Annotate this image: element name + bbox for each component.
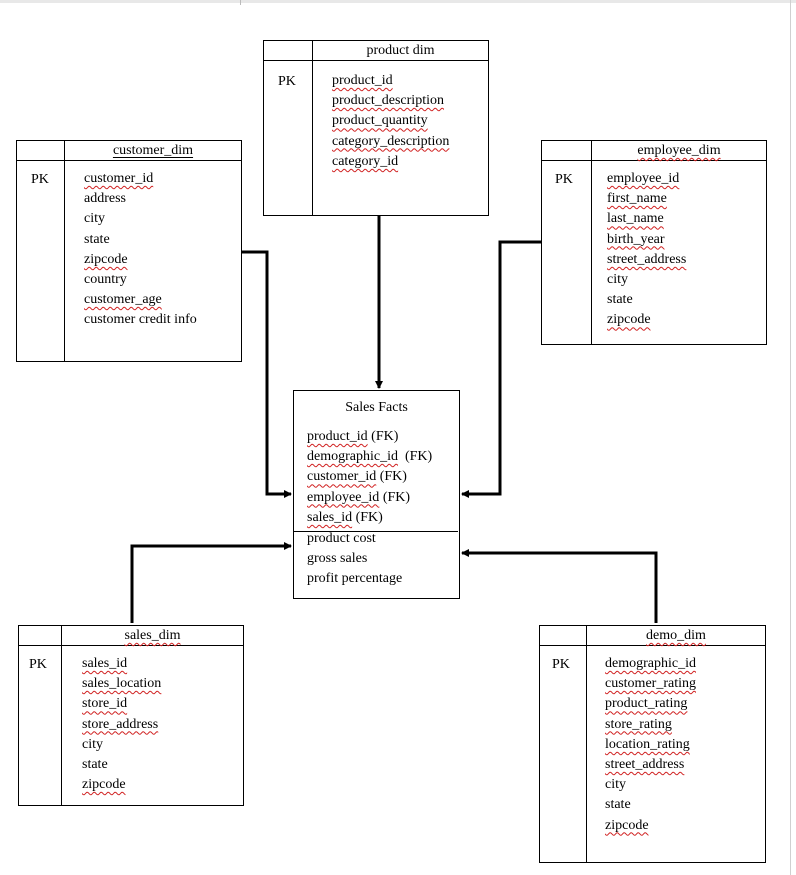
entity-key-divider: [61, 626, 62, 805]
attribute-customer-id: customer_id: [84, 171, 154, 186]
employee-dim-entity: employee_dim PK employee_id first_name l…: [541, 140, 767, 345]
entity-title: product dim: [366, 43, 435, 58]
pk-label: PK: [31, 172, 49, 187]
attribute-product-description: product_description: [332, 93, 444, 109]
customer-dim-entity: customer_dim PK customer_id address city…: [16, 140, 242, 362]
pk-label: PK: [278, 74, 296, 89]
measure-product-cost: product cost: [307, 531, 376, 546]
ruler-mark: [240, 0, 241, 5]
entity-header: [264, 41, 488, 61]
attribute-city: city: [84, 211, 105, 227]
entity-title: Sales Facts: [345, 400, 408, 415]
facts-separator: [294, 531, 458, 532]
attribute-birth-year: birth_year: [607, 231, 665, 247]
attribute-product-id: product_id: [332, 73, 393, 88]
entity-title: sales_dim: [124, 628, 181, 643]
attribute-product-quantity: product_quantity: [332, 113, 428, 129]
pk-label: PK: [552, 657, 570, 672]
attribute-zipcode: zipcode: [82, 777, 126, 793]
attribute-state: state: [607, 292, 633, 308]
attribute-product-rating: product_rating: [605, 696, 688, 712]
arrow-customer-to-facts: [242, 250, 292, 498]
arrow-sales-to-facts: [130, 542, 292, 623]
demo-dim-entity: demo_dim PK demographic_id customer_rati…: [539, 625, 766, 863]
fk-product-id: product_id (FK): [307, 429, 399, 444]
attribute-employee-id: employee_id: [607, 171, 680, 186]
entity-header: [540, 626, 765, 646]
attribute-last-name: last_name: [607, 211, 664, 227]
entity-header: [17, 141, 241, 161]
attribute-city: city: [607, 271, 628, 287]
attribute-customer-credit-info: customer credit info: [84, 312, 197, 328]
attribute-sales-id: sales_id: [82, 656, 128, 671]
attribute-list: demographic_id customer_rating product_r…: [605, 654, 696, 836]
attribute-category-description: category_description: [332, 133, 450, 149]
foreign-key-list: product_id (FK) demographic_id (FK) cust…: [307, 427, 432, 528]
entity-key-divider: [586, 626, 587, 862]
attribute-first-name: first_name: [607, 191, 667, 207]
page-right-edge: [790, 0, 791, 875]
attribute-sales-location: sales_location: [82, 676, 162, 692]
attribute-state: state: [82, 756, 108, 772]
attribute-list: employee_id first_name last_name birth_y…: [607, 169, 686, 331]
attribute-street-address: street_address: [605, 756, 685, 772]
attribute-customer-rating: customer_rating: [605, 676, 696, 692]
measure-profit-percentage: profit percentage: [307, 571, 403, 587]
attribute-category-id: category_id: [332, 153, 399, 169]
fk-demographic-id: demographic_id (FK): [307, 449, 433, 465]
attribute-address: address: [84, 191, 126, 207]
page-top-edge: [0, 0, 796, 3]
attribute-state: state: [84, 231, 110, 247]
entity-header: [19, 626, 243, 646]
measure-gross-sales: gross sales: [307, 551, 368, 567]
fk-sales-id: sales_id (FK): [307, 509, 383, 525]
attribute-country: country: [84, 271, 127, 287]
attribute-state: state: [605, 797, 631, 813]
entity-title: customer_dim: [112, 143, 194, 158]
attribute-list: product_id product_description product_q…: [332, 71, 449, 172]
entity-key-divider: [312, 41, 313, 215]
attribute-location-rating: location_rating: [605, 736, 690, 752]
attribute-zipcode: zipcode: [607, 312, 651, 328]
measure-list: product cost gross sales profit percenta…: [307, 529, 402, 590]
attribute-city: city: [605, 777, 626, 793]
entity-title: demo_dim: [646, 628, 706, 643]
pk-label: PK: [555, 172, 573, 187]
attribute-store-address: store_address: [82, 716, 159, 732]
attribute-street-address: street_address: [607, 251, 687, 267]
attribute-demographic-id: demographic_id: [605, 656, 696, 671]
entity-title: employee_dim: [637, 143, 721, 158]
attribute-city: city: [82, 736, 103, 752]
entity-header: [542, 141, 766, 161]
pk-label: PK: [29, 657, 47, 672]
entity-key-divider: [591, 141, 592, 344]
attribute-zipcode: zipcode: [605, 817, 649, 833]
fk-employee-id: employee_id (FK): [307, 489, 411, 505]
attribute-customer-age: customer_age: [84, 292, 162, 308]
arrow-demo-to-facts: [461, 549, 658, 623]
sales-facts-entity: Sales Facts product_id (FK) demographic_…: [293, 390, 460, 599]
arrow-employee-to-facts: [461, 240, 541, 498]
attribute-zipcode: zipcode: [84, 251, 128, 267]
attribute-list: sales_id sales_location store_id store_a…: [82, 654, 161, 795]
entity-key-divider: [64, 141, 65, 361]
attribute-list: customer_id address city state zipcode c…: [84, 169, 197, 331]
attribute-store-rating: store_rating: [605, 716, 672, 732]
attribute-store-id: store_id: [82, 696, 128, 712]
fk-customer-id: customer_id (FK): [307, 469, 407, 485]
sales-dim-entity: sales_dim PK sales_id sales_location sto…: [18, 625, 244, 806]
product-dim-entity: product dim PK product_id product_descri…: [263, 40, 489, 216]
